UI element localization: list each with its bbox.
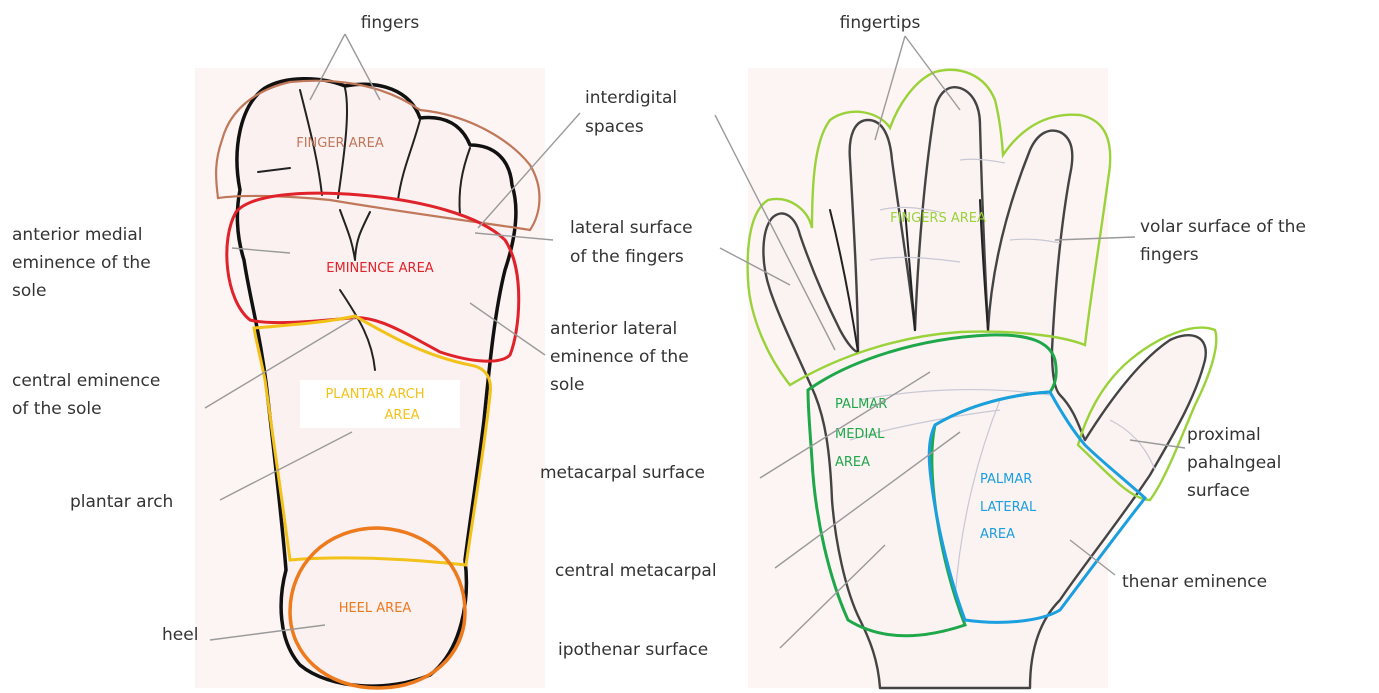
- foot-figure: [195, 68, 545, 688]
- finger-area-label: FINGER AREA: [296, 136, 384, 151]
- label-proximal-2: pahalngeal: [1187, 453, 1281, 473]
- fingers-area-label: FINGERS AREA: [890, 211, 986, 226]
- label-proximal-1: proximal: [1187, 425, 1261, 445]
- label-proximal-3: surface: [1187, 481, 1250, 501]
- label-anterior-medial-3: sole: [12, 281, 46, 301]
- palmar-medial-label-1: PALMAR: [835, 397, 887, 412]
- label-anterior-medial-1: anterior medial: [12, 225, 143, 245]
- hand-figure: [748, 68, 1217, 688]
- heel-area-label: HEEL AREA: [339, 601, 412, 616]
- label-fingertips: fingertips: [840, 13, 921, 33]
- label-central-eminence-2: of the sole: [12, 399, 102, 419]
- label-interdigital-2: spaces: [585, 117, 644, 137]
- label-anterior-medial-2: eminence of the: [12, 253, 151, 273]
- label-ipothenar-surface: ipothenar surface: [558, 640, 708, 660]
- label-plantar-arch: plantar arch: [70, 492, 173, 512]
- palmar-medial-label-2: MEDIAL: [835, 427, 885, 442]
- label-anterior-lateral-3: sole: [550, 375, 584, 395]
- label-heel: heel: [162, 625, 198, 645]
- label-volar-1: volar surface of the: [1140, 217, 1306, 237]
- label-lateral-surface-1: lateral surface: [570, 218, 693, 238]
- palmar-lateral-label-1: PALMAR: [980, 472, 1032, 487]
- plantar-arch-area-label-2: AREA: [384, 408, 419, 423]
- label-volar-2: fingers: [1140, 245, 1199, 265]
- palmar-lateral-label-3: AREA: [980, 527, 1015, 542]
- plantar-arch-area-label-1: PLANTAR ARCH: [325, 387, 424, 402]
- palmar-lateral-label-2: LATERAL: [980, 500, 1037, 515]
- label-fingers: fingers: [361, 13, 420, 33]
- palmar-medial-label-3: AREA: [835, 455, 870, 470]
- label-metacarpal-surface: metacarpal surface: [540, 463, 705, 483]
- label-interdigital-1: interdigital: [585, 88, 677, 108]
- label-anterior-lateral-2: eminence of the: [550, 347, 689, 367]
- label-central-eminence-1: central eminence: [12, 371, 160, 391]
- label-central-metacarpal: central metacarpal: [555, 561, 717, 581]
- label-thenar-eminence: thenar eminence: [1122, 572, 1267, 592]
- label-lateral-surface-2: of the fingers: [570, 247, 684, 267]
- eminence-area-label: EMINENCE AREA: [326, 261, 433, 276]
- label-anterior-lateral-1: anterior lateral: [550, 319, 677, 339]
